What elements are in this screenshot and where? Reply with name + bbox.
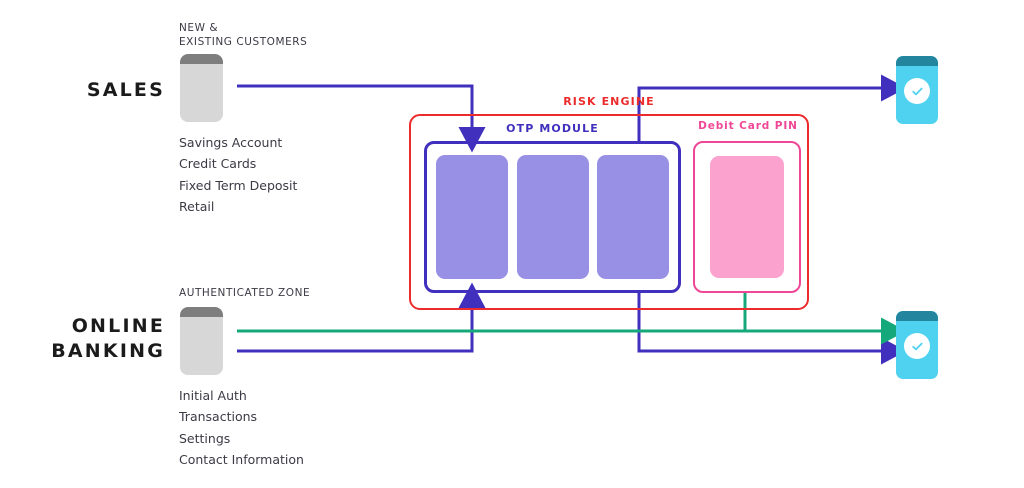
risk-engine-title: RISK ENGINE [563, 95, 655, 108]
otp-module-container [424, 141, 681, 293]
list-item: Retail [179, 198, 215, 214]
service-list-online-banking: Initial Auth Transactions Settings Conta… [179, 385, 409, 470]
phone-top-bar [180, 307, 223, 317]
list-item: Initial Auth [179, 388, 247, 403]
result-phone-top [896, 56, 938, 124]
list-item: Fixed Term Deposit [179, 177, 298, 193]
customer-phone-icon-sales [180, 54, 223, 122]
zone-caption-online-banking: AUTHENTICATED ZONE [179, 287, 311, 299]
phone-top-bar [180, 54, 223, 64]
debit-card-pin-container [693, 141, 801, 293]
list-item: Contact Information [179, 451, 304, 467]
zone-caption-sales: NEW & EXISTING CUSTOMERS [179, 22, 308, 48]
channel-label-online-banking: ONLINE BANKING [51, 315, 165, 362]
debit-pin-card [710, 156, 784, 278]
wire-online-to-otp [237, 282, 486, 353]
service-list-sales: Savings Account Credit Cards Fixed Term … [179, 132, 409, 217]
otp-card [516, 155, 589, 279]
debit-card-pin-title: Debit Card PIN [698, 120, 798, 132]
result-phone-bottom [896, 311, 938, 379]
list-item: Credit Cards [179, 156, 257, 172]
list-item: Transactions [179, 409, 258, 425]
otp-card [597, 155, 669, 279]
phone-top-bar [896, 56, 938, 66]
list-item: Settings [179, 430, 231, 446]
check-circle-icon [904, 333, 930, 360]
otp-module-title: OTP MODULE [506, 122, 599, 135]
check-circle-icon [904, 78, 930, 105]
otp-card [436, 155, 508, 279]
list-item: Savings Account [179, 135, 283, 150]
channel-label-sales: SALES [86, 79, 165, 101]
customer-phone-icon-online-banking [180, 307, 223, 375]
risk-engine-container [409, 114, 809, 310]
phone-top-bar [896, 311, 938, 321]
